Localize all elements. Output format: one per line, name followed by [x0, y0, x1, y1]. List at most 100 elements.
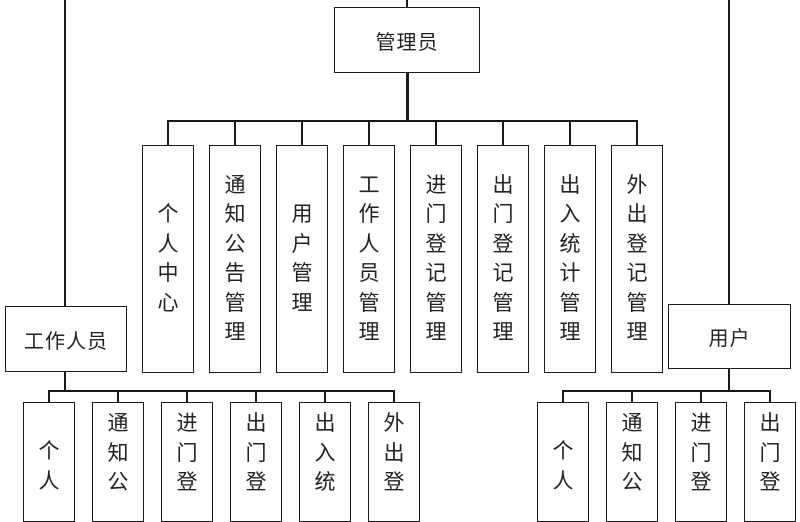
label-char: 理	[492, 320, 514, 344]
user-trunk	[728, 368, 730, 392]
user-module: 个人	[537, 402, 589, 522]
admin-module: 通知公告管理	[209, 145, 261, 373]
user-module: 通知公	[606, 402, 658, 522]
label-char: 门	[690, 440, 712, 465]
user-module-label: 通知公	[622, 409, 643, 498]
staff-module: 外出登	[368, 402, 420, 522]
staff-trunk	[64, 371, 66, 392]
staff-module: 出入统	[299, 402, 351, 522]
staff-connector	[48, 391, 50, 402]
label-char: 管	[492, 290, 514, 315]
staff-module-label: 出门登	[246, 409, 267, 498]
admin-node-label: 管理员	[375, 29, 439, 54]
user-module: 进门登	[675, 402, 727, 522]
admin-module: 用户管理	[276, 145, 328, 373]
admin-connector	[435, 121, 437, 145]
label-char: 理	[559, 320, 581, 344]
label-char: 门	[492, 202, 514, 226]
user-connector	[631, 391, 633, 402]
label-char: 出	[759, 411, 781, 435]
label-char: 进	[690, 411, 712, 435]
staff-module-label: 进门登	[177, 409, 198, 498]
staff-module-label: 出入统	[315, 409, 336, 498]
staff-module-label: 外出登	[384, 409, 405, 498]
label-char: 出	[492, 172, 514, 197]
label-char: 人	[157, 231, 179, 256]
label-char: 记	[626, 261, 648, 285]
label-char: 入	[559, 202, 581, 226]
admin-module-label: 出入统计管理	[560, 171, 581, 348]
admin-module-label: 进门登记管理	[426, 171, 447, 348]
staff-module: 进门登	[161, 402, 213, 522]
user-module-label: 个人	[553, 437, 574, 496]
label-char: 登	[626, 231, 648, 256]
admin-module-label: 个人中心	[158, 200, 179, 318]
label-char: 通	[107, 411, 129, 435]
label-char: 出	[626, 202, 648, 226]
admin-module: 外出登记管理	[611, 145, 663, 373]
staff-connector	[324, 391, 326, 402]
user-module: 出门登	[744, 402, 796, 522]
label-char: 出	[383, 440, 405, 465]
label-char: 理	[626, 320, 648, 344]
label-char: 管	[425, 290, 447, 315]
label-char: 管	[358, 290, 380, 315]
label-char: 计	[559, 261, 581, 285]
label-char: 个	[38, 439, 60, 463]
label-char: 出	[559, 172, 581, 197]
label-char: 员	[358, 261, 380, 285]
user-connector	[562, 391, 564, 402]
label-char: 个	[157, 202, 179, 226]
label-char: 门	[245, 440, 267, 465]
staff-connector	[393, 391, 395, 402]
label-char: 登	[492, 231, 514, 256]
admin-connector	[234, 121, 236, 145]
label-char: 通	[621, 411, 643, 435]
user-module-label: 出门登	[760, 409, 781, 498]
staff-module-label: 个人	[39, 437, 60, 496]
admin-connector	[502, 121, 504, 145]
connector-staff-root	[64, 0, 66, 306]
label-char: 记	[425, 261, 447, 285]
label-char: 门	[176, 440, 198, 465]
user-connector	[769, 391, 771, 402]
label-char: 进	[425, 172, 447, 197]
label-char: 统	[314, 470, 336, 494]
label-char: 出	[314, 411, 336, 435]
admin-connector	[301, 121, 303, 145]
user-node-label: 用户	[708, 326, 751, 350]
label-char: 管	[224, 290, 246, 315]
label-char: 知	[621, 440, 643, 465]
user-branch-bar	[562, 390, 771, 392]
label-char: 用	[291, 202, 313, 226]
admin-connector	[636, 121, 638, 145]
admin-module: 个人中心	[142, 145, 194, 373]
label-char: 户	[291, 231, 313, 256]
label-char: 公	[107, 470, 129, 494]
connector-user-root	[728, 0, 730, 304]
staff-connector	[255, 391, 257, 402]
admin-module-label: 用户管理	[292, 200, 313, 318]
user-node: 用户	[668, 304, 791, 369]
label-char: 登	[425, 231, 447, 256]
admin-connector	[569, 121, 571, 145]
label-char: 进	[176, 411, 198, 435]
admin-module: 工作人员管理	[343, 145, 395, 373]
user-module-label: 进门登	[691, 409, 712, 498]
admin-trunk	[406, 72, 409, 122]
user-connector	[700, 391, 702, 402]
staff-connector	[117, 391, 119, 402]
admin-connector	[167, 121, 169, 145]
label-char: 通	[224, 172, 246, 197]
label-char: 登	[245, 470, 267, 494]
staff-module: 通知公	[92, 402, 144, 522]
staff-node: 工作人员	[5, 306, 127, 372]
label-char: 人	[552, 468, 574, 493]
admin-module: 出入统计管理	[544, 145, 596, 373]
connector-admin-root	[406, 0, 408, 8]
label-char: 公	[621, 470, 643, 494]
label-char: 登	[383, 470, 405, 494]
admin-connector	[368, 121, 370, 145]
label-char: 心	[157, 290, 179, 315]
label-char: 管	[291, 261, 313, 285]
